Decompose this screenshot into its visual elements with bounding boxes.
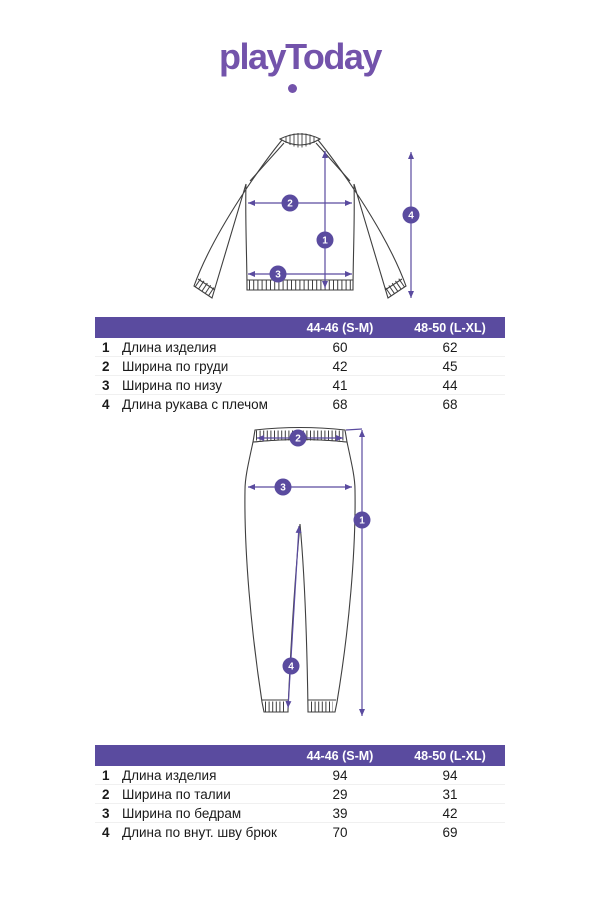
- marker-length: 1: [316, 231, 334, 249]
- table-row: 1 Длина изделия 94 94: [95, 766, 505, 785]
- svg-text:3: 3: [280, 483, 286, 494]
- marker-bottom-width: 3: [269, 265, 287, 283]
- table-row: 4 Длина рукава с плечом 68 68: [95, 395, 505, 414]
- marker-length: 1: [353, 511, 371, 529]
- row-number: 4: [102, 825, 110, 840]
- table-row: 2 Ширина по талии 29 31: [95, 785, 505, 804]
- size-table-top: 44-46 (S-M) 48-50 (L-XL) 1 Длина изделия…: [95, 317, 505, 414]
- header-size-sm: 44-46 (S-M): [306, 748, 374, 763]
- row-label: Ширина по бедрам: [122, 805, 242, 821]
- size-table-leggings-header: 44-46 (S-M) 48-50 (L-XL): [95, 745, 505, 766]
- svg-text:1: 1: [359, 516, 365, 527]
- brand-logo-dot: [288, 84, 297, 93]
- row-value-lxl: 44: [442, 377, 458, 393]
- row-value-sm: 94: [332, 767, 348, 783]
- table-row: 2 Ширина по груди 42 45: [95, 357, 505, 376]
- svg-text:4: 4: [288, 662, 294, 673]
- row-label: Длина изделия: [122, 339, 217, 355]
- svg-text:3: 3: [275, 270, 281, 281]
- row-label: Ширина по низу: [122, 377, 223, 393]
- top-garment-diagram: 2 1 3 4: [193, 133, 420, 299]
- shirt-ribbing-hatch: [194, 278, 405, 297]
- row-number: 1: [102, 767, 110, 783]
- marker-waist-width: 2: [289, 429, 307, 447]
- marker-chest-width: 2: [281, 194, 299, 212]
- row-value-lxl: 45: [442, 358, 458, 374]
- row-label: Длина по внут. шву брюк: [122, 825, 277, 840]
- row-number: 4: [102, 397, 110, 412]
- row-number: 3: [102, 377, 110, 393]
- shirt-measurement-arrows: [248, 151, 414, 298]
- row-label: Ширина по груди: [122, 358, 229, 374]
- header-size-lxl: 48-50 (L-XL): [414, 320, 486, 335]
- size-table-top-header: 44-46 (S-M) 48-50 (L-XL): [95, 317, 505, 338]
- marker-hip-width: 3: [274, 478, 292, 496]
- row-label: Ширина по талии: [122, 786, 231, 802]
- row-value-sm: 60: [332, 339, 348, 355]
- row-value-sm: 29: [332, 786, 348, 802]
- leggings-measurement-markers: 2 3 1 4: [274, 429, 371, 675]
- size-table-leggings: 44-46 (S-M) 48-50 (L-XL) 1 Длина изделия…: [95, 745, 505, 842]
- marker-sleeve-length: 4: [402, 206, 420, 224]
- row-number: 1: [102, 339, 110, 355]
- table-row: 3 Ширина по бедрам 39 42: [95, 804, 505, 823]
- svg-text:1: 1: [322, 236, 328, 247]
- row-value-sm: 41: [332, 377, 348, 393]
- header-size-lxl: 48-50 (L-XL): [414, 748, 486, 763]
- row-value-lxl: 68: [442, 397, 458, 412]
- row-value-sm: 42: [332, 358, 348, 374]
- row-label: Длина изделия: [122, 767, 217, 783]
- row-value-lxl: 42: [442, 805, 458, 821]
- header-size-sm: 44-46 (S-M): [306, 320, 374, 335]
- table-row: 1 Длина изделия 60 62: [95, 338, 505, 357]
- leggings-measurement-arrows: [248, 428, 365, 716]
- row-value-lxl: 94: [442, 767, 458, 783]
- marker-inseam-length: 4: [282, 657, 300, 675]
- shirt-measurement-markers: 2 1 3 4: [269, 194, 420, 283]
- table-row: 3 Ширина по низу 41 44: [95, 376, 505, 395]
- row-value-sm: 70: [332, 825, 348, 840]
- leggings-diagram: 2 3 1 4: [244, 426, 371, 716]
- row-number: 3: [102, 805, 110, 821]
- row-value-sm: 68: [332, 397, 348, 412]
- leggings-outline: [244, 426, 356, 713]
- row-value-lxl: 31: [442, 786, 458, 802]
- row-label: Длина рукава с плечом: [122, 397, 268, 412]
- table-row: 4 Длина по внут. шву брюк 70 69: [95, 823, 505, 842]
- shirt-outline: [193, 133, 407, 299]
- row-value-sm: 39: [332, 805, 348, 821]
- svg-text:4: 4: [408, 211, 414, 222]
- brand-logo: playToday: [219, 36, 382, 77]
- row-number: 2: [102, 786, 110, 802]
- svg-text:2: 2: [295, 434, 301, 445]
- row-value-lxl: 62: [442, 339, 458, 355]
- row-number: 2: [102, 358, 110, 374]
- row-value-lxl: 69: [442, 825, 458, 840]
- svg-text:2: 2: [287, 199, 293, 210]
